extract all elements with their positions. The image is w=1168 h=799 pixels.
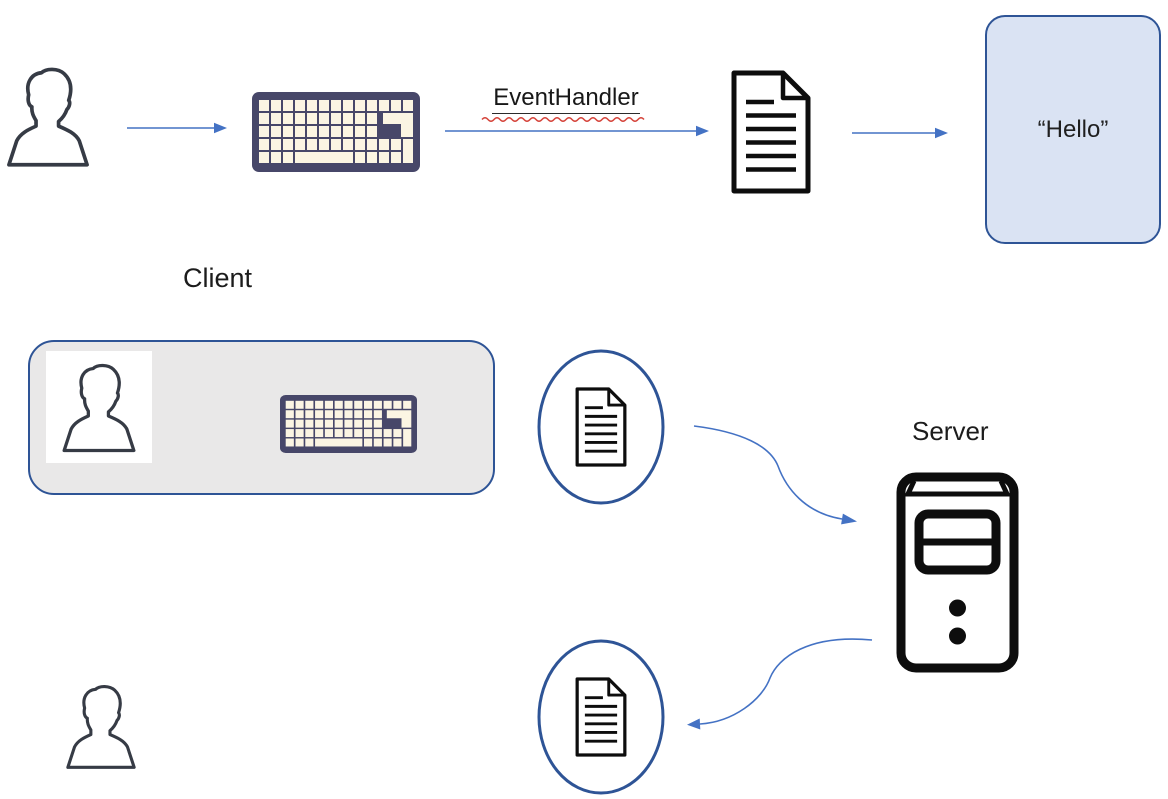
- hello-output-box: “Hello”: [985, 15, 1161, 244]
- client-label: Client: [183, 263, 253, 293]
- user-icon-bottom: [62, 676, 140, 776]
- arrow-request-to-server: [693, 425, 857, 525]
- user-icon: [2, 57, 94, 175]
- client-box: [28, 340, 495, 495]
- server-tower-icon: [896, 472, 1019, 673]
- keyboard-icon: [252, 92, 420, 172]
- event-handler-text: EventHandler: [492, 84, 640, 114]
- user-icon: [58, 355, 140, 459]
- client-user-frame: [46, 351, 152, 463]
- arrow-document-to-output: [852, 127, 948, 139]
- server-label: Server: [912, 416, 989, 446]
- hello-text: “Hello”: [1037, 115, 1109, 143]
- request-document-node: [537, 349, 665, 505]
- arrow-server-to-response: [687, 638, 873, 730]
- response-document-node: [537, 639, 665, 795]
- spellcheck-squiggle: [481, 117, 645, 122]
- arrow-user-to-keyboard: [127, 122, 227, 134]
- keyboard-icon: [280, 395, 417, 453]
- event-handler-label: EventHandler: [481, 84, 651, 122]
- document-icon: [575, 387, 627, 467]
- document-icon: [575, 677, 627, 757]
- arrow-keyboard-to-document: [445, 125, 709, 137]
- document-icon: [726, 68, 816, 196]
